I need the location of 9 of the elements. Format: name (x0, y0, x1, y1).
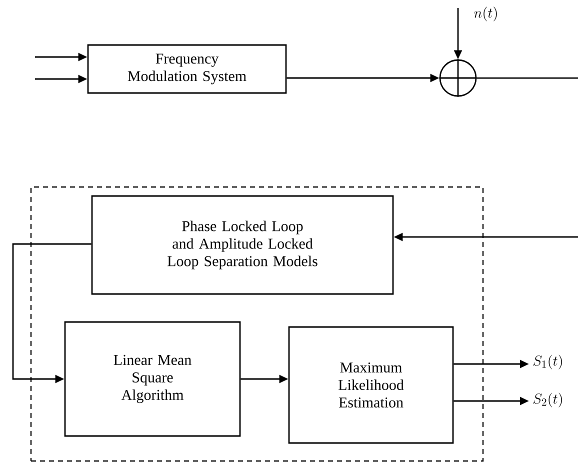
signal-label: $S_{2}(t)$ (533, 392, 562, 408)
process-box: Frequency Modulation System (87, 44, 287, 94)
dashed-boundary-box (30, 186, 484, 462)
process-box: Phase Locked Loop and Amplitude Locked Loop Separation Models (91, 195, 394, 295)
process-box: Linear Mean Square Algorithm (64, 321, 241, 437)
summing-junction (438, 58, 478, 98)
signal-label: $S_{1}(t)$ (533, 354, 562, 370)
process-box: Maximum Likelihood Estimation (288, 326, 454, 444)
signal-label: $n(t)$ (474, 6, 497, 22)
